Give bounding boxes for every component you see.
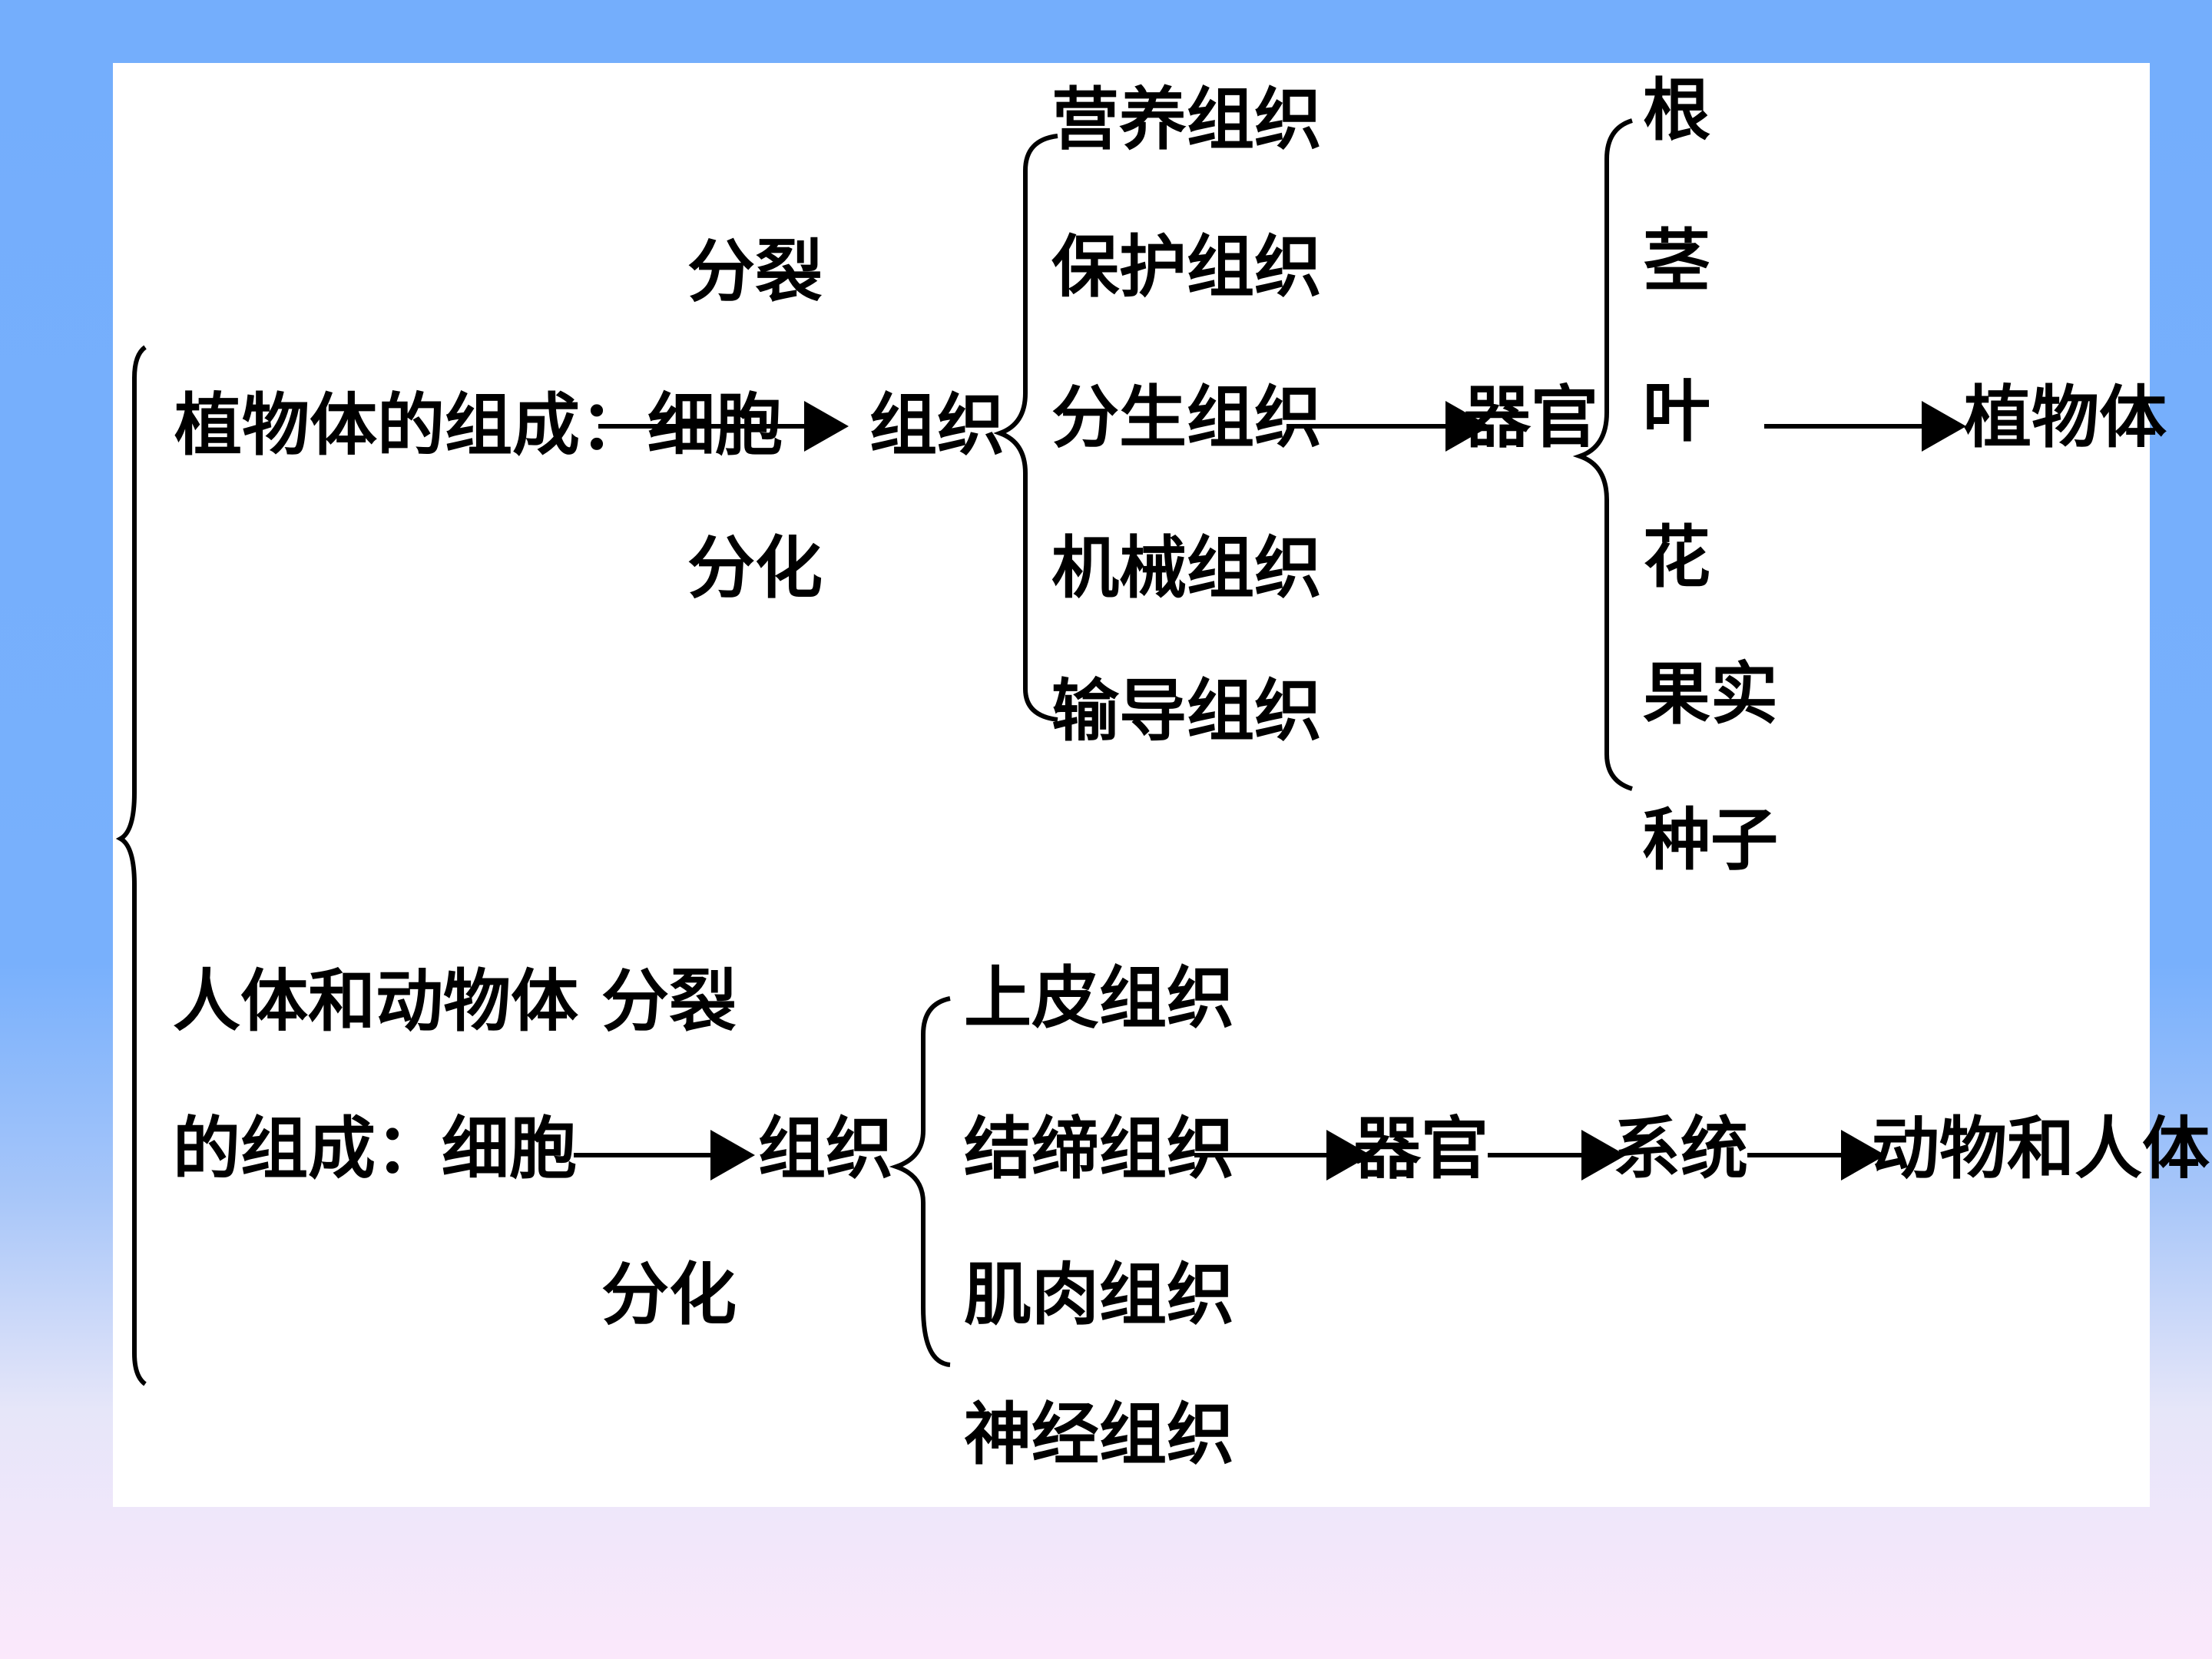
animal-tissue-item: 上皮组织: [964, 959, 1235, 1038]
animal-tissue-item: 结缔组织: [964, 1109, 1235, 1188]
animal-tissue-arrowhead: [1326, 1130, 1371, 1181]
animal-tissue-item: 神经组织: [964, 1395, 1235, 1474]
plant-divide-label: 分裂: [687, 232, 823, 311]
animal-tissue-label: 组织: [758, 1109, 894, 1188]
animal-title-line2: 的组成：: [173, 1109, 444, 1188]
plant-tissue-arrowhead: [1445, 401, 1490, 452]
plant-organ-brace: [1572, 118, 1633, 791]
plant-tissue-label: 组织: [869, 386, 1005, 465]
diagram-board: 植物体的组成：细胞 分裂 分化 组织 营养组织 保护组织 分生组织 机械组织 输…: [113, 63, 2210, 1507]
animal-tissue-item: 肌肉组织: [964, 1255, 1235, 1334]
plant-tissue-item: 机械组织: [1051, 528, 1323, 608]
plant-result-label: 植物体: [1964, 378, 2167, 457]
plant-cell-arrowhead: [804, 401, 849, 452]
plant-organ-item: 根: [1643, 71, 1711, 150]
plant-tissue-brace: [993, 134, 1058, 722]
plant-organ-label: 器官: [1463, 378, 1599, 457]
diagram-lines: [115, 118, 1966, 1386]
plant-tissue-item: 营养组织: [1051, 80, 1323, 159]
animal-tissue-brace: [889, 996, 951, 1367]
animal-differentiate-label: 分化: [601, 1255, 737, 1334]
plant-organ-item: 果实: [1643, 654, 1779, 733]
animal-organ-label: 器官: [1353, 1109, 1489, 1188]
plant-differentiate-label: 分化: [687, 528, 823, 608]
animal-system-label: 系统: [1613, 1109, 1749, 1188]
plant-organ-item: 花: [1643, 518, 1711, 597]
plant-organ-item: 茎: [1643, 221, 1711, 300]
animal-cell-arrowhead: [710, 1130, 755, 1181]
plant-organ-item: 叶: [1643, 372, 1711, 451]
plant-tissue-item: 分生组织: [1051, 378, 1323, 457]
plant-organ-arrowhead: [1922, 401, 1966, 452]
animal-organ-arrowhead: [1581, 1130, 1626, 1181]
plant-tissue-item: 输导组织: [1051, 671, 1323, 750]
animal-divide-label: 分裂: [601, 962, 737, 1041]
animal-title-line1: 人体和动物体: [173, 962, 579, 1041]
plant-organ-item: 种子: [1643, 800, 1779, 879]
outer-brace: [115, 345, 147, 1386]
plant-title: 植物体的组成：细胞: [174, 386, 783, 465]
animal-result-label: 动物和人体: [1872, 1109, 2210, 1188]
animal-cell-label: 细胞: [442, 1109, 578, 1188]
animal-system-arrowhead: [1841, 1130, 1886, 1181]
plant-tissue-item: 保护组织: [1051, 227, 1323, 306]
